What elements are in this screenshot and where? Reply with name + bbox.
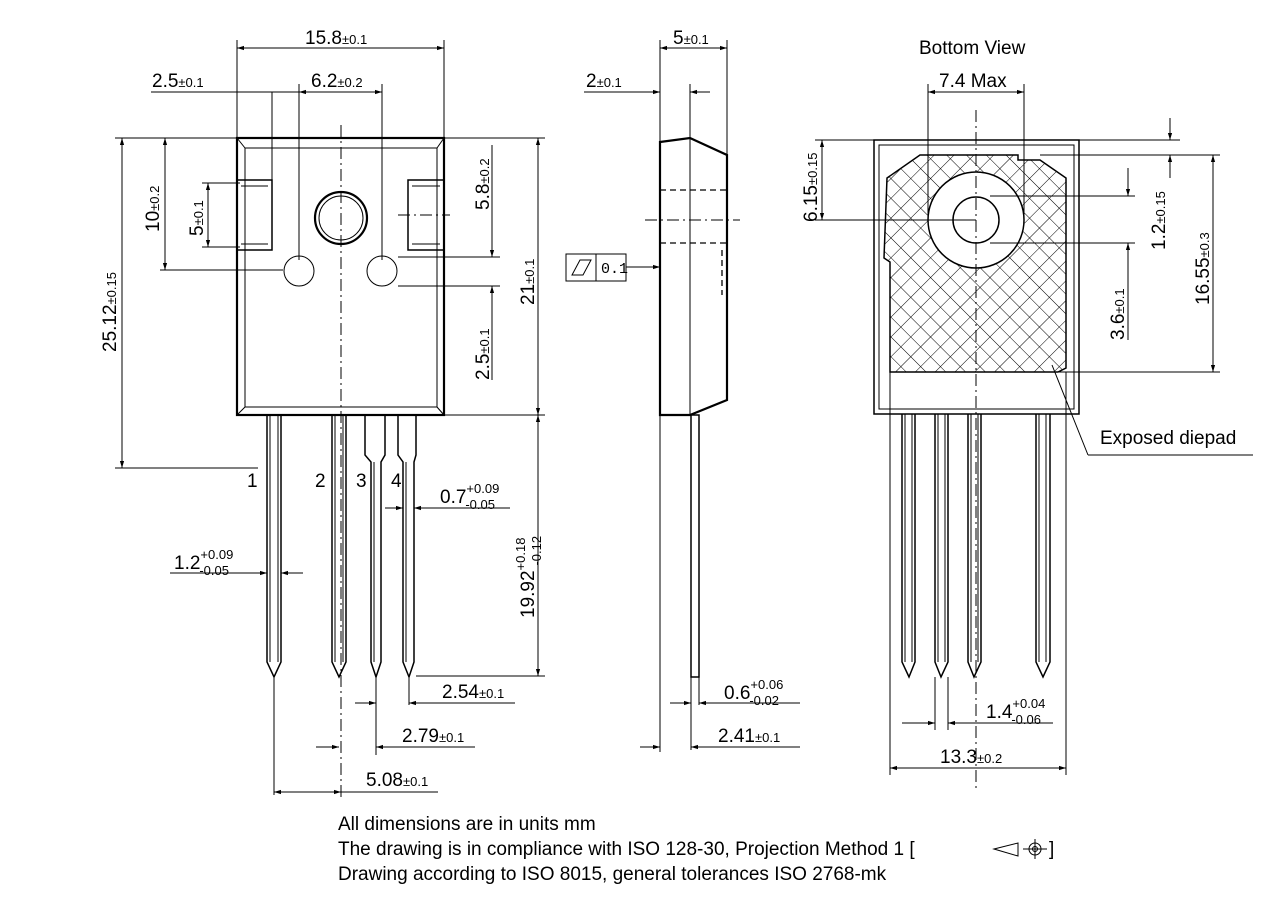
dim-3-6: 3.6±0.1 <box>1108 288 1129 340</box>
note-units: All dimensions are in units mm <box>338 814 596 835</box>
pin-label-2: 2 <box>315 471 326 492</box>
side-body-outline <box>658 136 729 417</box>
notes: All dimensions are in units mm The drawi… <box>338 814 1054 885</box>
dim-1-2-bottom: 1.2±0.15 <box>1149 191 1170 250</box>
note-iso-128: The drawing is in compliance with ISO 12… <box>338 839 915 860</box>
front-view: 15.8±0.1 2.5±0.1 6.2±0.2 25.12±0.15 10±0… <box>100 28 545 800</box>
exposed-diepad-label: Exposed diepad <box>1100 428 1236 449</box>
dim-16-55: 16.55±0.3 <box>1193 232 1214 305</box>
dim-15-8: 15.8±0.1 <box>305 28 367 49</box>
dim-5-side: 5±0.1 <box>673 28 709 49</box>
dim-6-15: 6.15±0.15 <box>801 153 822 222</box>
dim-5-8: 5.8±0.2 <box>473 158 494 210</box>
ejector-pin-left <box>283 255 315 287</box>
dim-1-4: 1.4+0.04-0.06 <box>986 696 1045 727</box>
side-notch-left <box>236 179 273 251</box>
pin-4 <box>397 415 417 680</box>
dim-0-7: 0.7+0.09-0.05 <box>440 481 499 512</box>
pin-label-1: 1 <box>247 471 258 492</box>
side-view: 5±0.1 2±0.1 0.1 0.6+0.06-0.02 2.41±0.1 <box>565 28 800 752</box>
pin-label-4: 4 <box>391 471 402 492</box>
dim-5: 5±0.1 <box>187 200 208 236</box>
pin-3 <box>364 415 386 680</box>
dim-0-6: 0.6+0.06-0.02 <box>724 677 783 708</box>
dim-2-41: 2.41±0.1 <box>718 726 780 747</box>
dim-5-08: 5.08±0.1 <box>366 770 428 791</box>
bottom-view: Bottom View 7.4 Max 6.1 <box>801 38 1253 790</box>
dim-2-5: 2.5±0.1 <box>152 71 204 92</box>
dim-1-2: 1.2+0.09-0.05 <box>174 547 233 578</box>
projection-method-icon <box>992 839 1047 859</box>
bottom-view-title: Bottom View <box>919 38 1026 59</box>
dim-2-79: 2.79±0.1 <box>402 726 464 747</box>
bottom-pins <box>901 414 1051 679</box>
ejector-pin-right <box>366 255 398 287</box>
dim-6-2: 6.2±0.2 <box>311 71 363 92</box>
dim-10: 10±0.2 <box>143 186 164 232</box>
side-lead <box>690 414 700 678</box>
dim-7-4-max: 7.4 Max <box>939 71 1007 92</box>
pin-label-3: 3 <box>356 471 367 492</box>
note-bracket-end: ] <box>1049 839 1054 860</box>
dim-21: 21±0.1 <box>518 259 539 305</box>
pin-2 <box>331 415 347 679</box>
dim-2-side: 2±0.1 <box>586 71 622 92</box>
dim-13-3: 13.3±0.2 <box>940 747 1002 768</box>
mounting-hole <box>313 190 369 246</box>
flatness-icon <box>571 259 592 276</box>
dim-19-92: 19.92+0.18-0.12 <box>513 536 544 618</box>
note-iso-8015: Drawing according to ISO 8015, general t… <box>338 864 887 885</box>
flatness-value: 0.1 <box>601 261 628 278</box>
dim-25-12: 25.12±0.15 <box>100 272 121 352</box>
dim-2-54: 2.54±0.1 <box>442 682 504 703</box>
pin-1 <box>266 415 282 679</box>
dim-2-5-vertical: 2.5±0.1 <box>473 328 494 380</box>
